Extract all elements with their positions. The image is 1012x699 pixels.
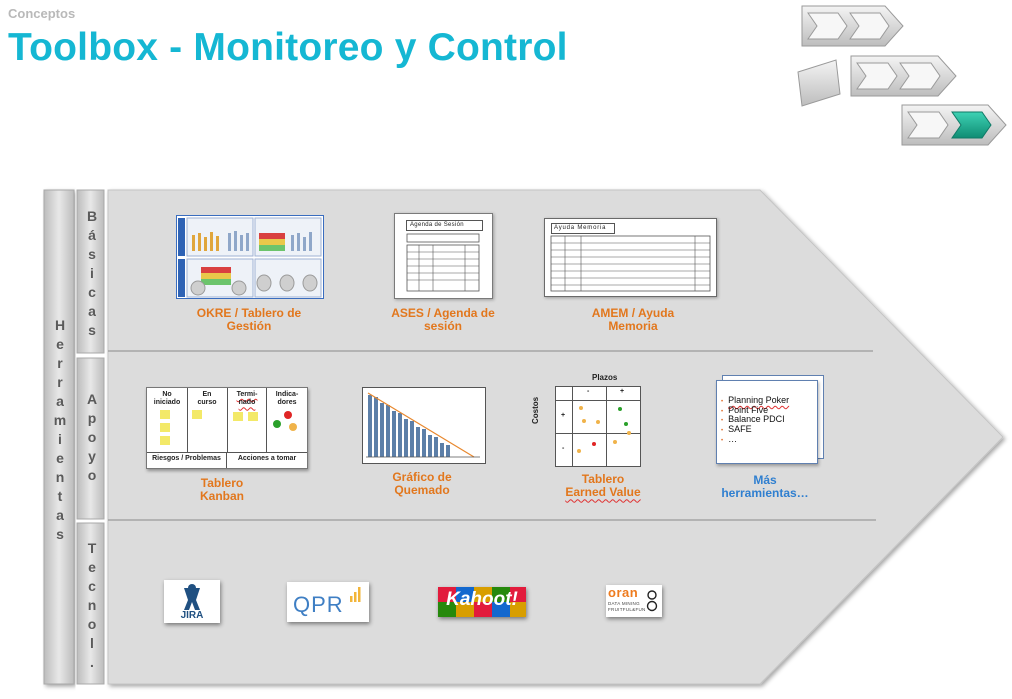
kanban-col-done: Termi-nado — [236, 391, 258, 407]
arrow-row-3 — [901, 104, 1007, 146]
earned-value-axis-costos: Costos — [531, 396, 540, 424]
burndown-bar — [446, 445, 450, 457]
kanban-col-indicators: Indica-dores — [275, 391, 299, 407]
earned-value-board-thumbnail: - + + - — [555, 386, 641, 467]
page-title: Toolbox - Monitoreo y Control — [8, 26, 568, 69]
kanban-footer-risks: Riesgos / Problemas — [152, 455, 221, 462]
more-tools-item: •Point Five — [721, 404, 769, 415]
qpr-logo: QPR — [287, 582, 369, 622]
okre-dashboard-thumbnail — [176, 215, 324, 299]
more-tools-item: •SAFE — [721, 424, 752, 435]
more-tools-item: •Balance PDCI — [721, 414, 785, 425]
earned-value-axis-plazos: Plazos — [592, 373, 618, 382]
burndown-bar — [392, 411, 396, 457]
orange-logo: oran DATA MINING FRUITFUL&FUN — [606, 585, 662, 617]
burndown-bar — [416, 427, 420, 457]
more-tools-item: •Planning Poker — [721, 395, 790, 405]
tecnol-label-bar — [76, 522, 105, 685]
burndown-bar — [422, 429, 426, 457]
burndown-bar — [398, 413, 402, 457]
burndown-bar — [404, 419, 408, 457]
basicas-label-bar — [76, 189, 105, 354]
breadcrumb: Conceptos — [8, 6, 76, 21]
ases-form-thumbnail: Agenda de Sesión — [394, 213, 493, 299]
arrow-row-2 — [797, 55, 957, 107]
apoyo-label-bar — [76, 357, 105, 520]
burndown-bar — [440, 443, 444, 457]
burndown-bar — [434, 437, 438, 457]
burndown-chart-thumbnail — [362, 387, 486, 464]
burndown-bar — [380, 403, 384, 457]
kanban-footer-actions: Acciones a tomar — [237, 455, 297, 462]
burndown-bar — [368, 395, 372, 457]
kahoot-logo: Kahoot! — [438, 587, 526, 617]
burndown-bar — [410, 421, 414, 457]
burndown-bar — [386, 405, 390, 457]
burndown-bar — [428, 435, 432, 457]
process-arrows-graphic — [797, 5, 1007, 146]
amem-form-thumbnail: Ayuda Memoria — [544, 218, 717, 297]
outer-label-bar — [43, 189, 75, 685]
more-tools-card: •Planning Poker •Point Five •Balance PDC… — [716, 380, 818, 464]
more-tools-item: •… — [721, 433, 738, 444]
jira-logo: JIRA — [164, 580, 220, 623]
burndown-bar — [374, 397, 378, 457]
arrow-row-1 — [801, 5, 904, 47]
